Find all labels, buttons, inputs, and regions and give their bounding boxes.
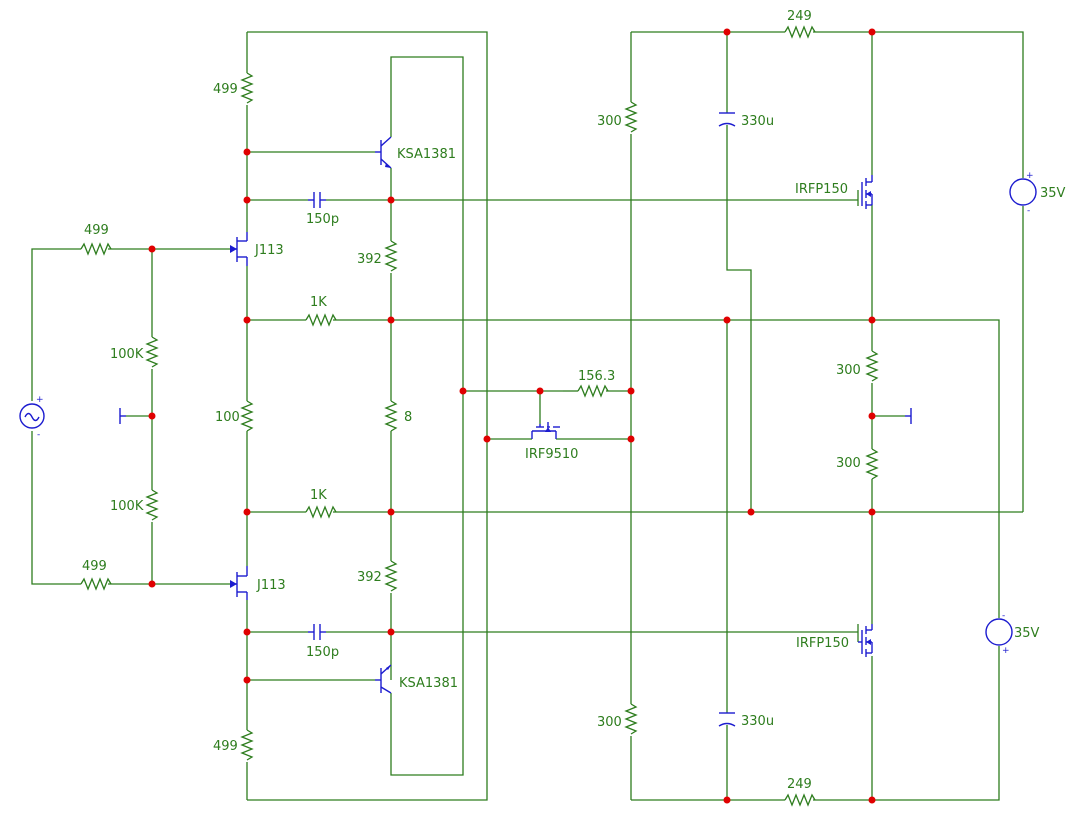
resistor-100[interactable]: 100 <box>215 400 254 432</box>
resistor-label: 300 <box>836 363 861 378</box>
capacitor-label: 150p <box>306 212 339 227</box>
mosfet-label: IRF9510 <box>525 447 578 462</box>
resistor-100k-bottom[interactable]: 100K <box>110 489 159 521</box>
jfet-j113-bottom[interactable]: J113 <box>230 566 286 600</box>
resistor-499-input-bottom[interactable]: 499 <box>80 559 112 591</box>
resistor-label: 100 <box>215 410 240 425</box>
resistor-label: 300 <box>597 715 622 730</box>
resistor-156-3[interactable]: 156.3 <box>563 369 615 398</box>
resistor-392-bottom[interactable]: 392 <box>357 560 398 592</box>
mosfet-label: IRFP150 <box>795 182 848 197</box>
junction-nodes <box>148 28 876 804</box>
plus-sign: + <box>1026 171 1034 181</box>
capacitor-label: 150p <box>306 645 339 660</box>
resistor-label: 1K <box>310 295 327 310</box>
resistor-label: 100K <box>110 499 144 514</box>
resistor-100k-top[interactable]: 100K <box>110 336 159 368</box>
resistor-300-mid-top[interactable]: 300 <box>836 350 879 382</box>
source-label: 35V <box>1014 626 1040 641</box>
resistor-1k-top[interactable]: 1K <box>305 295 337 327</box>
source-label: 35V <box>1040 186 1066 201</box>
wires <box>31 31 1024 801</box>
resistor-249-bottom[interactable]: 249 <box>784 777 816 807</box>
plus-sign: + <box>1002 646 1010 656</box>
capacitor-label: 330u <box>741 714 774 729</box>
resistor-label: 300 <box>836 456 861 471</box>
capacitor-label: 330u <box>741 114 774 129</box>
resistor-label: 392 <box>357 252 382 267</box>
resistor-label: 300 <box>597 114 622 129</box>
jfet-label: J113 <box>254 243 284 258</box>
resistor-label: 499 <box>213 82 238 97</box>
mosfet-irf9510[interactable]: IRF9510 <box>525 422 578 462</box>
resistor-label: 8 <box>404 410 412 425</box>
jfet-label: J113 <box>256 578 286 593</box>
ground-icon <box>905 408 912 424</box>
ac-source[interactable]: + - <box>19 395 45 440</box>
capacitor-150p-top[interactable]: 150p <box>306 192 339 227</box>
resistor-300-mid-bottom[interactable]: 300 <box>836 448 879 480</box>
ground-icon <box>119 408 126 424</box>
transistor-label: KSA1381 <box>399 676 458 691</box>
resistor-label: 392 <box>357 570 382 585</box>
resistor-300-bottom[interactable]: 300 <box>597 703 638 735</box>
resistor-label: 156.3 <box>578 369 615 384</box>
resistor-label: 499 <box>84 223 109 238</box>
dc-source-35v-bottom[interactable]: - + 35V <box>985 611 1040 656</box>
dc-source-35v-top[interactable]: + - 35V <box>1009 171 1066 216</box>
capacitor-150p-bottom[interactable]: 150p <box>306 624 339 660</box>
resistor-8[interactable]: 8 <box>384 400 412 432</box>
capacitor-330u-top[interactable]: 330u <box>718 112 774 129</box>
resistor-499-input-top[interactable]: 499 <box>80 223 112 256</box>
transistor-ksa1381-bottom[interactable]: KSA1381 <box>375 664 458 694</box>
resistor-label: 499 <box>82 559 107 574</box>
minus-sign: - <box>1027 206 1030 216</box>
transistor-label: KSA1381 <box>397 147 456 162</box>
jfet-j113-top[interactable]: J113 <box>230 232 284 266</box>
capacitor-330u-bottom[interactable]: 330u <box>718 712 774 729</box>
resistor-label: 499 <box>213 739 238 754</box>
transistor-ksa1381-top[interactable]: KSA1381 <box>375 136 456 169</box>
plus-sign: + <box>36 395 44 405</box>
resistor-249-top[interactable]: 249 <box>784 9 816 39</box>
mosfet-irfp150-top[interactable]: IRFP150 <box>795 175 873 209</box>
resistor-label: 249 <box>787 777 812 792</box>
resistor-300-top[interactable]: 300 <box>597 101 638 133</box>
resistor-499-top-left[interactable]: 499 <box>213 72 254 104</box>
resistor-label: 249 <box>787 9 812 24</box>
resistor-1k-bottom[interactable]: 1K <box>305 488 337 519</box>
resistor-label: 1K <box>310 488 327 503</box>
mosfet-label: IRFP150 <box>796 636 849 651</box>
minus-sign: - <box>37 430 40 440</box>
mosfet-irfp150-bottom[interactable]: IRFP150 <box>796 624 873 657</box>
minus-sign: - <box>1002 611 1005 621</box>
resistor-499-bottom-left[interactable]: 499 <box>213 729 254 761</box>
resistor-label: 100K <box>110 347 144 362</box>
resistor-392-top[interactable]: 392 <box>357 240 398 272</box>
